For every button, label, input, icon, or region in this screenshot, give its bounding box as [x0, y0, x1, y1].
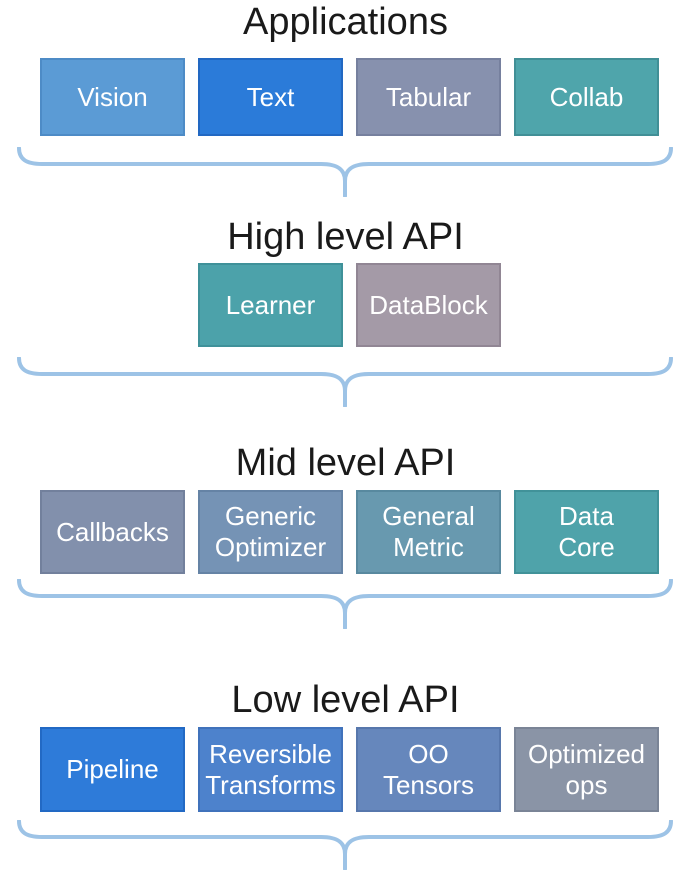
underbrace-mid-level-icon — [16, 579, 674, 629]
underbrace-high-level-icon — [16, 357, 674, 407]
box-pipeline: Pipeline — [40, 727, 185, 812]
box-oo-tensors: OO Tensors — [356, 727, 501, 812]
box-generic-optimizer: Generic Optimizer — [198, 490, 343, 574]
box-general-metric: General Metric — [356, 490, 501, 574]
box-callbacks: Callbacks — [40, 490, 185, 574]
box-vision: Vision — [40, 58, 185, 136]
box-datablock: DataBlock — [356, 263, 501, 347]
section-title-high-level-api: High level API — [227, 216, 464, 258]
section-title-applications: Applications — [243, 1, 448, 43]
applications-box-row: Vision Text Tabular Collab — [40, 58, 659, 136]
underbrace-low-level-icon — [16, 820, 674, 870]
box-collab: Collab — [514, 58, 659, 136]
high-level-box-row: Learner DataBlock — [198, 263, 501, 347]
box-data-core: Data Core — [514, 490, 659, 574]
box-learner: Learner — [198, 263, 343, 347]
box-reversible-transforms: Reversible Transforms — [198, 727, 343, 812]
box-text: Text — [198, 58, 343, 136]
section-title-mid-level-api: Mid level API — [235, 442, 456, 484]
low-level-box-row: Pipeline Reversible Transforms OO Tensor… — [40, 727, 659, 812]
box-optimized-ops: Optimized ops — [514, 727, 659, 812]
underbrace-applications-icon — [16, 147, 674, 197]
mid-level-box-row: Callbacks Generic Optimizer General Metr… — [40, 490, 659, 574]
box-tabular: Tabular — [356, 58, 501, 136]
section-title-low-level-api: Low level API — [231, 679, 460, 721]
